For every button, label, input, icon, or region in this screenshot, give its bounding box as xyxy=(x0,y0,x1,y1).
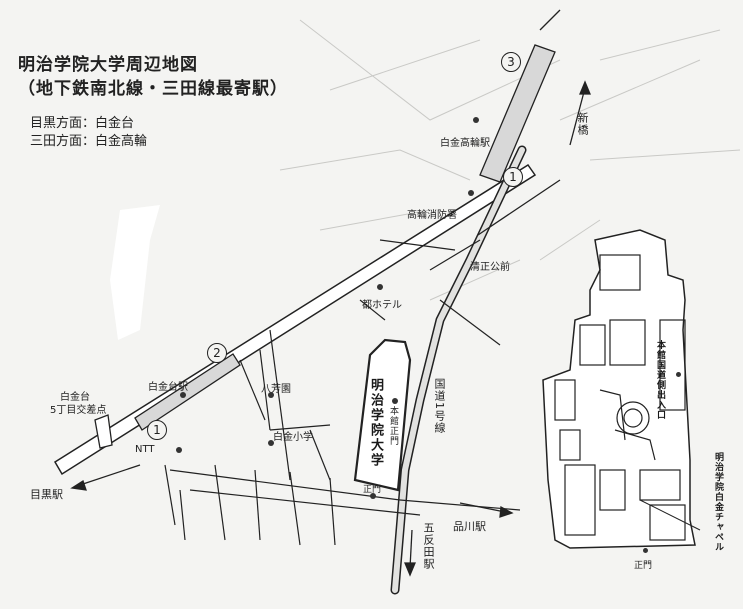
meguro-station-label: 目黒駅 xyxy=(30,488,63,501)
route1-road xyxy=(392,147,525,593)
exit-1-south-marker: 1 xyxy=(147,420,167,440)
shirokanedai-5-label-line2: 5丁目交差点 xyxy=(50,405,107,416)
gotanda-station-label: 五反田駅 xyxy=(422,522,435,570)
shinagawa-station-label: 品川駅 xyxy=(453,520,486,533)
shirokane-takanawa-dot xyxy=(473,117,479,123)
route1-label: 国道1号線 xyxy=(433,378,446,434)
kiyomasa-koen-mae-label: 清正公前 xyxy=(470,262,510,273)
main-gate-east-label: 本館正門 xyxy=(388,406,398,446)
lower-streets xyxy=(164,299,521,546)
ntt-dot xyxy=(176,447,182,453)
exit-1-north-marker: 1 xyxy=(503,167,523,187)
inset-chapel-label: 明治学院白金チャペル xyxy=(713,452,723,552)
inset-route1-entrance-dot xyxy=(676,372,681,377)
kiyomasa-street xyxy=(429,239,481,271)
meguro-direction-note: 目黒方面：白金台 xyxy=(30,116,135,131)
shinbashi-label: 新橋 xyxy=(576,112,589,136)
north-road-ext xyxy=(539,9,561,31)
mita-direction-note: 三田方面：白金高輪 xyxy=(30,134,148,149)
exit-2-marker: 2 xyxy=(207,343,227,363)
exit-3-marker: 3 xyxy=(501,52,521,72)
happoen-dot xyxy=(268,392,274,398)
kiyomasa-west-street xyxy=(379,239,456,251)
scan-artifact xyxy=(110,205,160,340)
subway-band-north xyxy=(479,44,556,183)
shirokanedai-station-dot xyxy=(180,392,186,398)
campus-outline xyxy=(353,338,412,492)
shirokanedai-5-label: 白金台 xyxy=(60,392,90,403)
map-title: 明治学院大学周辺地図 xyxy=(18,55,198,75)
map-subtitle: （地下鉄南北線・三田線最寄駅） xyxy=(18,79,288,99)
main-gate-dot xyxy=(370,493,376,499)
takanawa-fire-station-label: 高輪消防署 xyxy=(407,210,457,221)
direction-arrows xyxy=(70,80,591,577)
miyako-hotel-dot xyxy=(377,284,383,290)
main-gate-east-dot xyxy=(392,398,398,404)
background-streets xyxy=(279,19,741,301)
inset-route1-entrance-label: 本館国道側出入口 xyxy=(655,340,665,420)
miyako-hotel-label: 都ホテル xyxy=(362,300,402,311)
ntt-label: NTT xyxy=(135,444,155,455)
campus-label: 明治学院大学 xyxy=(368,378,383,468)
south-east-street xyxy=(439,299,501,346)
happoen-label: 八芳園 xyxy=(261,384,291,395)
east-street xyxy=(477,179,561,236)
shirokane-takanawa-station-label: 白金高輪駅 xyxy=(440,138,490,149)
elementary-dot xyxy=(268,440,274,446)
subway-band-south xyxy=(134,353,241,431)
inset-main-gate-dot xyxy=(643,548,648,553)
inset-campus-map xyxy=(542,229,701,549)
inset-main-gate-label: 正門 xyxy=(634,561,653,571)
shirokane-elementary-label: 白金小学 xyxy=(273,432,313,443)
shirokanedai-station-label: 白金台駅 xyxy=(148,382,188,393)
main-gate-label: 正門 xyxy=(363,485,382,495)
fire-station-dot xyxy=(468,190,474,196)
junction-stub xyxy=(94,414,113,449)
